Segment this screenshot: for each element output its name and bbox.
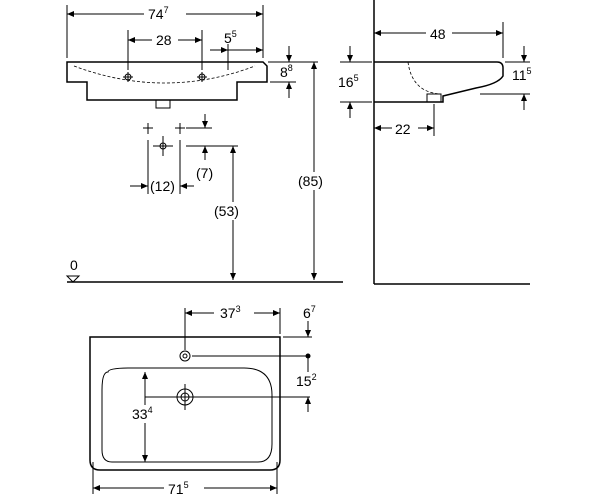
plan-view: 373 67 152 334 (89, 304, 317, 497)
plan-basin-outline (89, 336, 281, 471)
dim-side-basin-height: 165 (338, 46, 372, 118)
svg-text:373: 373 (220, 304, 241, 321)
side-bowl-hidden-line (407, 61, 441, 95)
side-view: 48 165 115 22 (338, 0, 532, 285)
front-basin-outline (66, 61, 268, 101)
label-overall-width-sup: 7 (164, 5, 169, 15)
label-rim-offset-sup: 5 (232, 29, 237, 39)
dim-mounting-height: (85) (268, 61, 334, 280)
label-overall-width-main: 74 (148, 6, 164, 22)
label-rim-thickness-main: 8 (280, 64, 288, 80)
plan-drain (172, 384, 310, 410)
plan-tap-hole (179, 350, 311, 362)
svg-text:115: 115 (512, 66, 532, 83)
label-side-depth: 48 (430, 26, 446, 42)
dim-waste-height: (53) (212, 146, 252, 280)
label-rim-offset-main: 5 (224, 30, 232, 46)
svg-text:67: 67 (303, 304, 316, 321)
label-tap-spacing: 28 (156, 32, 172, 48)
svg-text:165: 165 (338, 73, 359, 90)
svg-text:152: 152 (296, 372, 317, 389)
dim-side-waste-offset: 22 (374, 104, 435, 137)
label-plan-tap-offset-x-main: 37 (220, 305, 236, 321)
plan-bowl-outline (101, 367, 273, 463)
label-mounting-height: (85) (298, 173, 323, 189)
dim-side-rim-height: 115 (480, 46, 532, 110)
svg-text:88: 88 (280, 63, 293, 80)
svg-text:334: 334 (132, 405, 153, 422)
label-plan-bowl-depth-main: 33 (132, 406, 148, 422)
front-waste-outlet (155, 99, 171, 109)
label-plan-bowl-width-main: 71 (168, 481, 184, 497)
dim-waste-offset-x: (12) (130, 178, 194, 194)
dim-plan-tap-offset-x: 373 (184, 304, 281, 350)
dim-plan-bowl-width: 715 (92, 462, 278, 497)
label-plan-bowl-depth-sup: 4 (148, 405, 153, 415)
label-rim-thickness-sup: 8 (288, 63, 293, 73)
label-side-basin-height-sup: 5 (354, 73, 359, 83)
dim-tap-spacing: 28 (128, 30, 202, 48)
waste-position-markers (143, 123, 185, 194)
dim-plan-tap-offset-y: 67 (283, 304, 316, 338)
dim-plan-drain-offset: 152 (296, 356, 317, 412)
dim-rim-offset: 55 (210, 29, 263, 53)
label-plan-bowl-width-sup: 5 (184, 480, 189, 490)
front-tap-marker-left (123, 72, 133, 82)
label-side-basin-height-main: 16 (338, 74, 354, 90)
svg-text:715: 715 (168, 480, 189, 497)
label-waste-height: (53) (214, 203, 239, 219)
label-waste-offset-y: (7) (196, 165, 213, 181)
side-basin-outline (374, 61, 504, 103)
dim-rim-thickness: 88 (270, 46, 296, 98)
label-side-rim-height-sup: 5 (527, 66, 532, 76)
floor-line: 0 (65, 257, 343, 283)
label-side-rim-height-main: 11 (512, 67, 527, 83)
front-bowl-hidden-line (73, 65, 256, 84)
svg-text:55: 55 (224, 29, 237, 46)
label-floor-level: 0 (70, 257, 78, 273)
label-side-waste-offset: 22 (395, 121, 411, 137)
label-plan-tap-offset-y-sup: 7 (311, 304, 316, 314)
label-plan-tap-offset-y-main: 6 (303, 305, 311, 321)
dim-plan-bowl-depth: 334 (132, 372, 172, 462)
label-plan-tap-offset-x-sup: 3 (236, 304, 241, 314)
label-waste-offset-x: (12) (150, 178, 175, 194)
dim-side-depth: 48 (374, 22, 504, 58)
dim-overall-width-front: 747 (67, 4, 263, 22)
label-plan-drain-offset-main: 15 (296, 373, 312, 389)
label-plan-drain-offset-sup: 2 (312, 372, 317, 382)
dim-waste-offset-y: (7) (186, 114, 238, 181)
svg-text:747: 747 (148, 5, 169, 22)
side-waste-outlet (426, 93, 442, 103)
front-view: 747 28 55 88 (65, 4, 343, 283)
front-tap-marker-right (197, 72, 207, 82)
